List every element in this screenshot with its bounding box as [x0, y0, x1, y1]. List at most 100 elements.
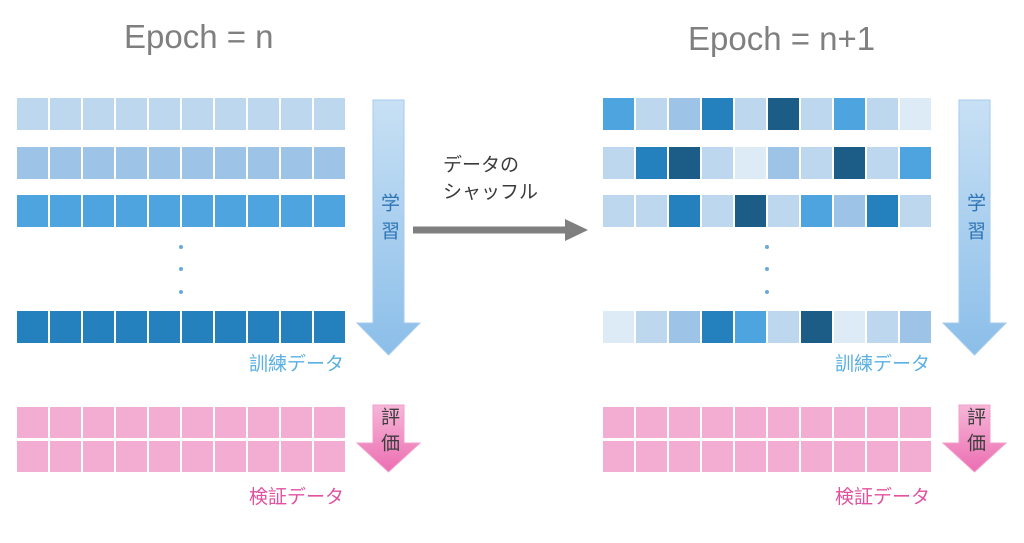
data-cell: [149, 147, 180, 179]
data-cell: [149, 98, 180, 130]
data-cell: [735, 195, 766, 227]
data-cell: [182, 98, 213, 130]
data-cell: [182, 147, 213, 179]
data-cell: [314, 98, 345, 130]
data-cell: [83, 311, 114, 343]
data-cell: [17, 441, 48, 472]
data-cell: [702, 311, 733, 343]
data-cell: [768, 195, 799, 227]
data-cell: [669, 195, 700, 227]
data-cell: [801, 441, 832, 472]
data-cell: [215, 147, 246, 179]
data-cell: [182, 311, 213, 343]
data-cell: [17, 147, 48, 179]
data-cell: [50, 311, 81, 343]
data-cell: [50, 407, 81, 438]
data-cell: [281, 195, 312, 227]
data-cell: [702, 441, 733, 472]
ellipsis-dot: [765, 267, 769, 271]
data-cell: [636, 147, 667, 179]
data-cell: [801, 195, 832, 227]
data-cell: [281, 98, 312, 130]
data-cell: [603, 195, 634, 227]
evaluation-arrow-label: 評価: [964, 407, 986, 459]
ellipsis-dot: [179, 245, 183, 249]
data-cell: [248, 311, 279, 343]
data-cell: [669, 311, 700, 343]
data-cell: [116, 407, 147, 438]
data-cell: [636, 195, 667, 227]
data-cell: [867, 311, 898, 343]
data-cell: [182, 407, 213, 438]
data-cell: [116, 441, 147, 472]
data-cell: [801, 147, 832, 179]
data-cell: [215, 407, 246, 438]
validation-row: [603, 407, 931, 438]
data-cell: [248, 195, 279, 227]
data-cell: [215, 98, 246, 130]
data-cell: [834, 407, 865, 438]
data-cell: [603, 98, 634, 130]
data-cell: [735, 311, 766, 343]
training-row: [17, 311, 345, 343]
data-cell: [182, 195, 213, 227]
data-cell: [603, 441, 634, 472]
data-cell: [603, 407, 634, 438]
data-cell: [314, 195, 345, 227]
data-cell: [17, 98, 48, 130]
data-cell: [702, 98, 733, 130]
training-row: [603, 311, 931, 343]
data-cell: [867, 407, 898, 438]
training-row: [603, 195, 931, 227]
validation-row: [603, 441, 931, 472]
data-cell: [900, 147, 931, 179]
data-cell: [702, 407, 733, 438]
data-cell: [149, 407, 180, 438]
data-cell: [248, 407, 279, 438]
data-cell: [735, 407, 766, 438]
data-cell: [735, 147, 766, 179]
data-cell: [83, 98, 114, 130]
ellipsis-dot: [765, 290, 769, 294]
data-cell: [116, 311, 147, 343]
data-cell: [281, 311, 312, 343]
data-cell: [834, 441, 865, 472]
evaluation-arrow: [941, 404, 1008, 473]
ellipsis-dot: [179, 290, 183, 294]
shuffle-arrow: [413, 219, 588, 241]
training-row: [603, 147, 931, 179]
data-cell: [215, 441, 246, 472]
data-cell: [702, 195, 733, 227]
data-cell: [834, 98, 865, 130]
data-cell: [702, 147, 733, 179]
data-cell: [900, 195, 931, 227]
data-cell: [867, 195, 898, 227]
data-cell: [149, 195, 180, 227]
learning-arrow: [941, 99, 1008, 356]
data-cell: [50, 98, 81, 130]
data-cell: [768, 441, 799, 472]
data-cell: [50, 441, 81, 472]
evaluation-arrow-label: 評価: [378, 407, 400, 459]
data-cell: [801, 407, 832, 438]
ellipsis-dot: [179, 267, 183, 271]
data-cell: [867, 98, 898, 130]
data-cell: [182, 441, 213, 472]
data-cell: [636, 98, 667, 130]
epoch-n-plus-1-title: Epoch = n+1: [688, 20, 876, 57]
data-cell: [900, 311, 931, 343]
data-cell: [603, 311, 634, 343]
data-cell: [636, 407, 667, 438]
validation-row: [17, 441, 345, 472]
validation-data-label: 検証データ: [248, 486, 344, 508]
data-cell: [900, 407, 931, 438]
data-cell: [834, 311, 865, 343]
data-cell: [248, 441, 279, 472]
data-cell: [801, 98, 832, 130]
data-cell: [314, 311, 345, 343]
data-cell: [867, 147, 898, 179]
epoch-n-title: Epoch = n: [124, 18, 274, 55]
data-cell: [768, 407, 799, 438]
data-cell: [17, 407, 48, 438]
data-cell: [116, 195, 147, 227]
